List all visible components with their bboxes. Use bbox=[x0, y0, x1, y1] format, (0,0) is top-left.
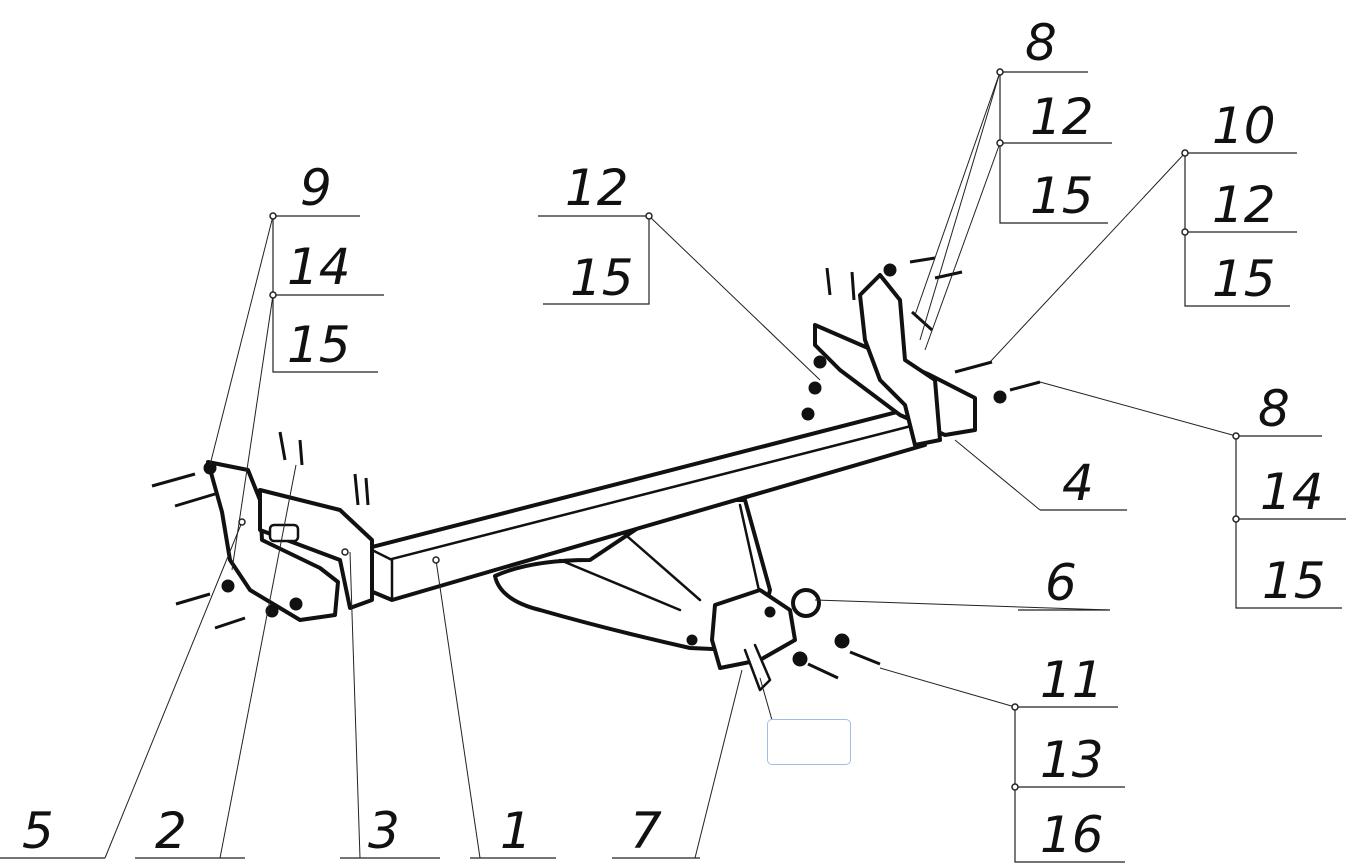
callout-15-top: 15 bbox=[1030, 167, 1094, 225]
callout-numbers: 9 14 15 12 15 8 12 15 10 12 15 8 14 15 4… bbox=[22, 14, 1326, 864]
callout-4: 4 bbox=[1062, 454, 1094, 512]
right-side-plate bbox=[858, 273, 942, 447]
drop-bracket bbox=[493, 498, 772, 652]
callout-12-center: 12 bbox=[565, 159, 629, 217]
callout-2: 2 bbox=[155, 802, 187, 860]
callout-8-top: 8 bbox=[1025, 14, 1057, 72]
callout-15-center: 15 bbox=[570, 249, 634, 307]
callout-15-right: 15 bbox=[1212, 250, 1276, 308]
callout-5: 5 bbox=[22, 802, 54, 860]
bracket-rib bbox=[618, 528, 702, 602]
callout-11: 11 bbox=[1040, 651, 1104, 709]
callout-3: 3 bbox=[368, 802, 400, 860]
left-bolts bbox=[151, 431, 370, 630]
leader-lines bbox=[104, 71, 1237, 859]
callout-15-far: 15 bbox=[1262, 552, 1326, 610]
callout-9: 9 bbox=[300, 159, 332, 217]
callout-8-far: 8 bbox=[1258, 380, 1290, 438]
callout-14: 14 bbox=[287, 238, 351, 296]
hitch-drawing bbox=[151, 256, 1041, 692]
callout-12-right: 12 bbox=[1212, 176, 1276, 234]
callout-16: 16 bbox=[1040, 806, 1104, 864]
callout-14-far: 14 bbox=[1260, 463, 1324, 521]
callout-15: 15 bbox=[287, 316, 351, 374]
selection-label-box[interactable] bbox=[767, 719, 851, 765]
callout-13: 13 bbox=[1040, 731, 1104, 789]
socket-plate bbox=[743, 643, 772, 692]
bracket-rib-2 bbox=[558, 558, 682, 612]
beam-top-edge bbox=[378, 423, 917, 564]
callout-7: 7 bbox=[630, 802, 662, 860]
callout-12-top: 12 bbox=[1030, 88, 1094, 146]
tow-ball bbox=[791, 588, 821, 618]
bracket-rib-3 bbox=[738, 503, 762, 597]
hook-bolts bbox=[686, 606, 881, 680]
callout-shelves bbox=[0, 71, 1346, 863]
callout-1: 1 bbox=[500, 802, 532, 860]
callout-dots bbox=[238, 68, 1240, 791]
callout-6: 6 bbox=[1045, 554, 1077, 612]
callout-10: 10 bbox=[1212, 97, 1276, 155]
